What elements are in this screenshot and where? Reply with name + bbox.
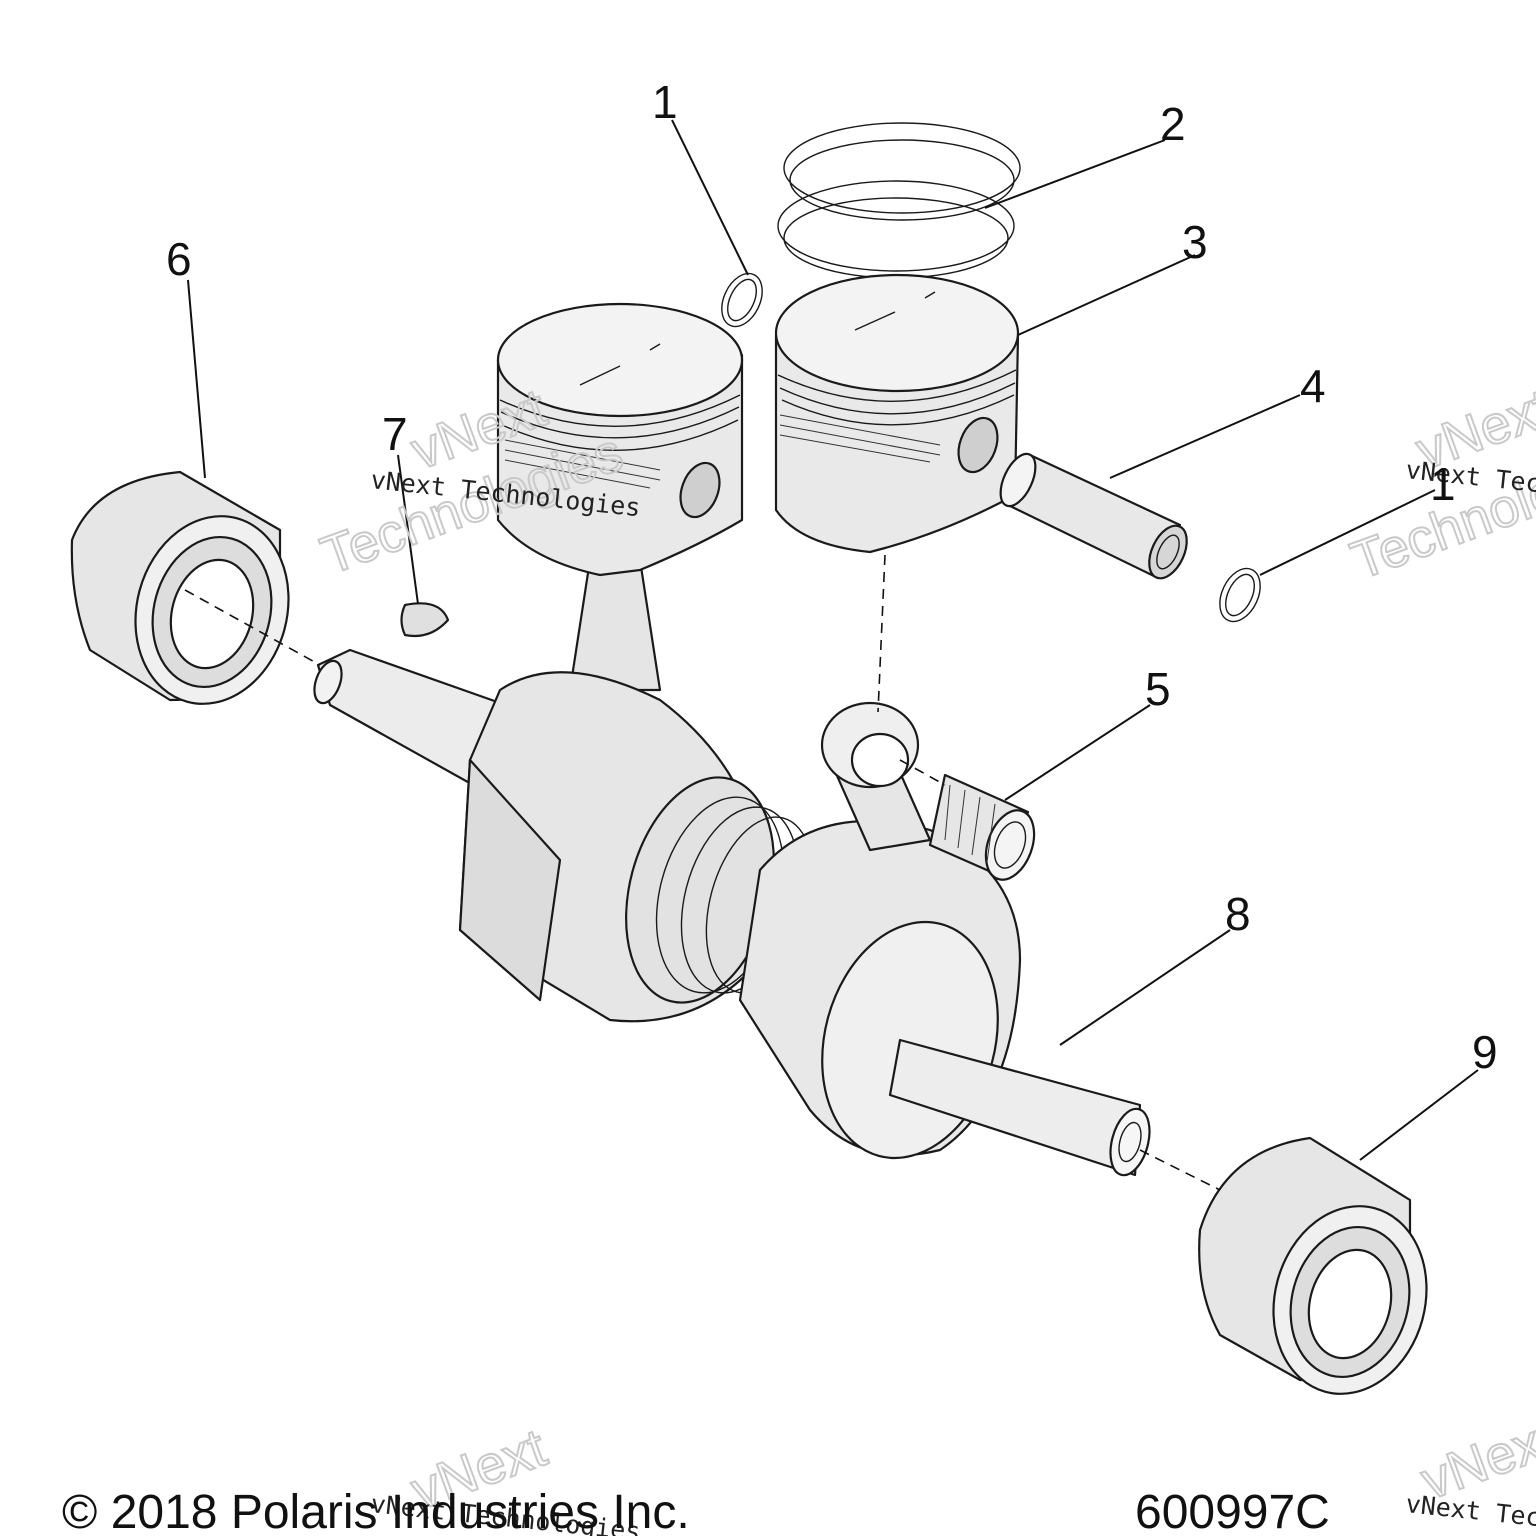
piston-pin (999, 452, 1188, 580)
callout-2: 2 (1160, 98, 1186, 150)
crankshaft (313, 648, 1151, 1177)
piston-rings (777, 122, 1021, 279)
alignment-lines (184, 554, 1221, 1191)
callout-labels: 1 2 3 4 1 5 6 7 8 9 (166, 76, 1498, 1078)
callout-1-top: 1 (652, 76, 678, 128)
needle-bearing (928, 773, 1036, 881)
callout-4: 4 (1300, 360, 1326, 412)
watermark-line-4: vNext Technologies (1404, 1489, 1536, 1536)
drawing-number: 600997C (1135, 1486, 1330, 1536)
callout-8: 8 (1225, 888, 1251, 940)
piston-left-with-rod (496, 302, 744, 692)
leader-lines (187, 119, 1479, 1161)
ball-bearing-left (70, 470, 290, 705)
piston-right (774, 273, 1020, 554)
callout-6: 6 (166, 233, 192, 285)
callout-9: 9 (1472, 1026, 1498, 1078)
callout-3: 3 (1182, 216, 1208, 268)
circlip-right (1219, 567, 1261, 623)
circlip-top (721, 272, 763, 328)
copyright-text: © 2018 Polaris Industries Inc. (62, 1486, 690, 1536)
callout-7: 7 (382, 408, 408, 460)
woodruff-key (400, 602, 450, 638)
ball-bearing-right (1198, 1136, 1428, 1395)
callout-5: 5 (1145, 663, 1171, 715)
callout-1-right: 1 (1430, 458, 1456, 510)
